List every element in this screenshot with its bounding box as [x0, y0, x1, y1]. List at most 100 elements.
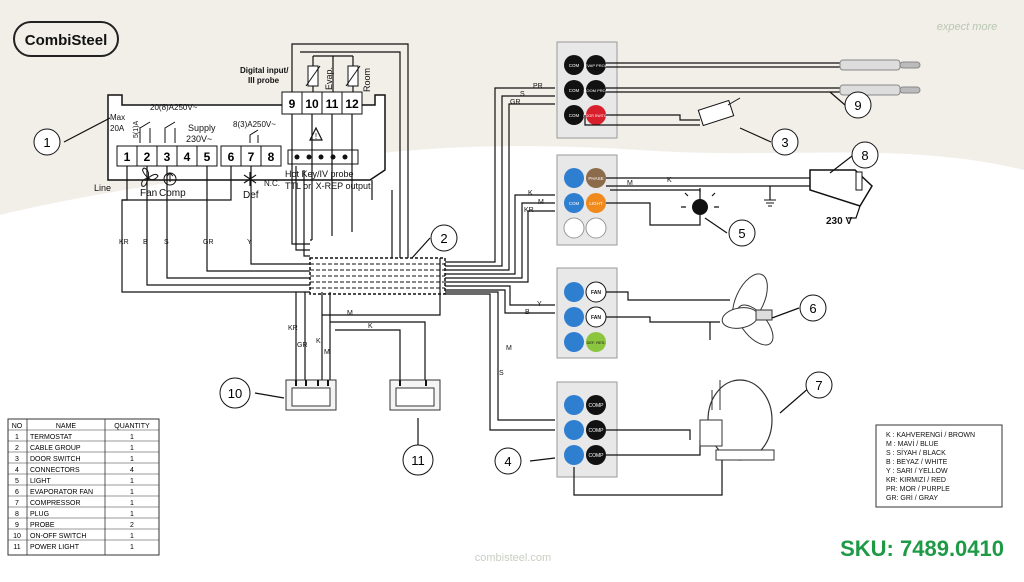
terminal-block-top: 9 10 11 12	[281, 91, 363, 115]
max-label: Max	[110, 113, 125, 122]
supply-label: Supply	[188, 123, 216, 133]
svg-text:11: 11	[411, 453, 425, 468]
callout-9: 9	[844, 91, 872, 119]
probe-resistors	[291, 43, 409, 258]
wire-label-kr2: KR	[524, 207, 534, 214]
svg-text:EVAPORATOR FAN: EVAPORATOR FAN	[30, 489, 93, 496]
svg-text:2: 2	[130, 522, 134, 529]
svg-text:2: 2	[15, 445, 19, 452]
svg-text:B : BEYAZ / WHITE: B : BEYAZ / WHITE	[886, 459, 948, 466]
svg-text:COM: COM	[569, 201, 580, 206]
light-bulb-icon	[681, 188, 719, 215]
svg-text:COM: COM	[569, 113, 580, 118]
callout-4: 4	[494, 447, 522, 475]
plug-icon	[809, 169, 873, 219]
svg-text:NAME: NAME	[56, 423, 77, 430]
wire-label-m: M	[538, 199, 544, 206]
terminal-7: 7	[248, 150, 255, 164]
connector-3: FAN FAN DEF. RES.	[556, 267, 618, 359]
terminal-4: 4	[184, 150, 191, 164]
terminal-3: 3	[164, 150, 171, 164]
svg-text:TERMOSTAT: TERMOSTAT	[30, 434, 73, 441]
svg-text:COMP: COMP	[589, 453, 605, 459]
svg-text:5: 5	[15, 478, 19, 485]
fan-wires	[606, 291, 730, 340]
evap-label: Evap.	[324, 67, 334, 90]
svg-text:PLUG: PLUG	[30, 511, 49, 518]
svg-text:Y : SARI / YELLOW: Y : SARI / YELLOW	[886, 468, 948, 475]
svg-text:9: 9	[854, 98, 861, 113]
svg-text:11: 11	[13, 544, 20, 551]
cable-group	[309, 257, 446, 295]
svg-text:8: 8	[15, 511, 19, 518]
callout-10: 10	[219, 377, 251, 409]
svg-text:4: 4	[504, 454, 511, 469]
connector-1: COM EVAP PROB COM ROOM PROB COM DOOR SWI…	[556, 41, 618, 139]
svg-text:7: 7	[15, 500, 19, 507]
ground-icon	[764, 199, 776, 207]
svg-text:ROOM PROB: ROOM PROB	[584, 88, 609, 93]
callout-3: 3	[771, 128, 799, 156]
svg-text:CONNECTORS: CONNECTORS	[30, 467, 80, 474]
brand-logo: CombiSteel	[13, 21, 119, 57]
svg-text:COMPRESSOR: COMPRESSOR	[30, 500, 81, 507]
svg-text:PR: MOR / PURPLE: PR: MOR / PURPLE	[886, 486, 950, 493]
terminal-5: 5	[204, 150, 211, 164]
wire-label-m5: M	[627, 180, 633, 187]
wire-label-k4: K	[667, 177, 672, 184]
color-legend: K : KAHVERENGİ / BROWN M : MAVİ / BLUE S…	[875, 424, 1003, 508]
svg-text:3: 3	[15, 456, 19, 463]
wire-label-k3: K	[368, 323, 373, 330]
power-light	[389, 379, 441, 411]
svg-text:NO: NO	[12, 423, 23, 430]
svg-text:6: 6	[15, 489, 19, 496]
svg-text:KR: KIRMIZI / RED: KR: KIRMIZI / RED	[886, 477, 946, 484]
svg-text:GR: GRİ / GRAY: GR: GRİ / GRAY	[886, 493, 938, 502]
wire-label-s3: S	[499, 370, 504, 377]
svg-text:FAN: FAN	[591, 290, 601, 296]
svg-text:DEF. RES.: DEF. RES.	[586, 340, 605, 345]
thermostat-wires	[121, 114, 393, 293]
svg-text:COM: COM	[569, 63, 580, 68]
max-current-label: 20A	[110, 124, 125, 133]
svg-text:3: 3	[781, 135, 788, 150]
callout-7: 7	[805, 371, 833, 399]
digital-input-label: Digital input/	[240, 66, 289, 75]
nc-label: N.C.	[264, 179, 280, 188]
svg-text:10: 10	[228, 386, 242, 401]
line-label: Line	[94, 183, 111, 193]
wire-label-s2: S	[520, 91, 525, 98]
defrost-icon	[243, 172, 257, 186]
terminal-11: 11	[326, 97, 339, 111]
svg-text:EVAP PROB: EVAP PROB	[585, 63, 608, 68]
svg-text:1: 1	[130, 511, 134, 518]
svg-text:5: 5	[738, 226, 745, 241]
svg-text:LIGHT: LIGHT	[30, 478, 51, 485]
wire-label-b2: B	[525, 309, 530, 316]
svg-text:QUANTITY: QUANTITY	[114, 423, 150, 430]
svg-text:8: 8	[861, 148, 868, 163]
plug-wires	[606, 177, 810, 226]
callout-11: 11	[402, 444, 434, 476]
wire-label-kr: KR	[119, 239, 129, 246]
compressor-device-icon	[699, 379, 775, 461]
wire-label-k2: K	[316, 338, 321, 345]
callout-6: 6	[799, 294, 827, 322]
svg-text:LIGHT: LIGHT	[589, 201, 603, 206]
terminal-2: 2	[144, 150, 151, 164]
callout-5: 5	[728, 219, 756, 247]
wire-label-gr2: GR	[510, 99, 521, 106]
wire-label-gr3: GR	[297, 342, 308, 349]
svg-text:COM: COM	[569, 88, 580, 93]
svg-text:COMP: COMP	[589, 428, 605, 434]
website-label: combisteel.com	[475, 552, 551, 564]
hotkey-label: Hot Key/IV probe	[285, 169, 354, 179]
ttl-label: TTL or. X-REP output	[285, 181, 371, 191]
probe3-label: III probe	[248, 76, 280, 85]
evaporator-fan-icon	[721, 273, 774, 346]
connector-2: PHASE COM LIGHT	[556, 154, 618, 246]
room-label: Room	[362, 68, 372, 92]
